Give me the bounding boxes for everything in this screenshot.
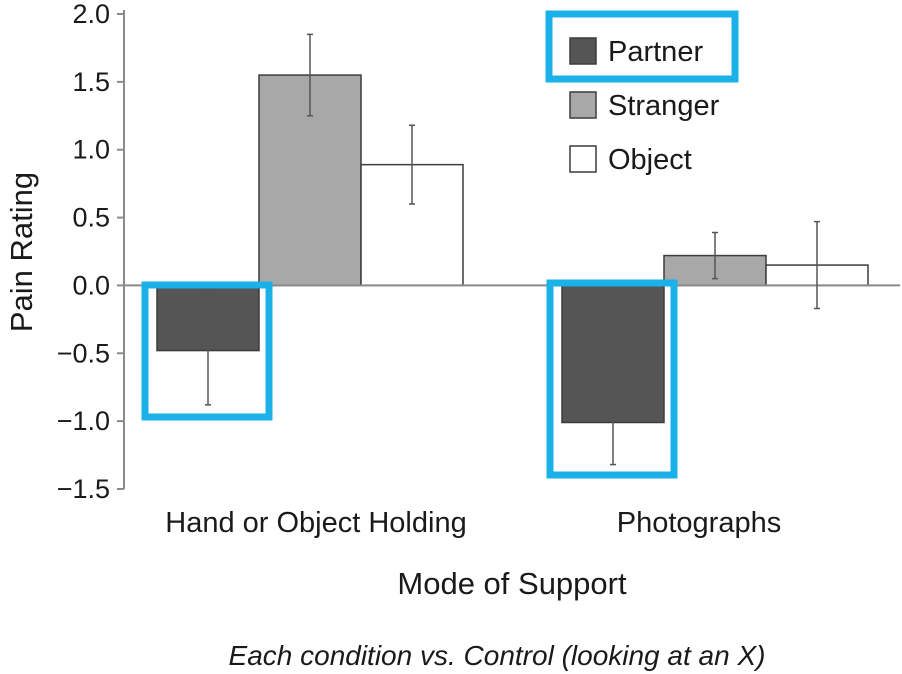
legend-entry-partner: Partner	[569, 36, 703, 68]
category-label-photographs: Photographs	[617, 507, 781, 539]
legend-label: Partner	[608, 36, 703, 68]
y-tick-label: 1.5	[72, 67, 110, 97]
highlight-box-partner-photographs	[546, 279, 678, 479]
y-tick-label: 0.5	[72, 203, 110, 233]
highlight-boxes	[141, 10, 739, 479]
legend-entry-object: Object	[569, 144, 692, 176]
y-axis-title: Pain Rating	[4, 172, 39, 332]
y-tick-label: 1.0	[72, 135, 110, 165]
bars	[156, 74, 869, 424]
chart-caption: Each condition vs. Control (looking at a…	[229, 640, 766, 671]
legend-swatch	[569, 37, 597, 65]
y-tick-label: 0.0	[72, 270, 110, 300]
category-label-hand-or-object-holding: Hand or Object Holding	[165, 507, 466, 539]
y-tick-label: 2.0	[72, 0, 110, 29]
x-axis-title: Mode of Support	[397, 566, 627, 601]
x-axis: Hand or Object Holding Photographs	[165, 507, 781, 539]
legend-label: Stranger	[608, 90, 720, 122]
legend-swatch	[569, 91, 597, 119]
error-bars	[205, 33, 820, 466]
legend-label: Object	[608, 144, 692, 176]
y-tick-label: −1.0	[57, 406, 110, 436]
highlight-box-legend-partner	[545, 10, 739, 83]
legend-entry-stranger: Stranger	[569, 90, 720, 122]
highlight-box-partner-hand-or-object-holding	[141, 281, 273, 421]
y-tick-label: −0.5	[57, 338, 110, 368]
y-tick-label: −1.5	[57, 474, 110, 504]
y-axis: 2.0 1.5 1.0 0.5 0.0 −0.5 −1.0 −1.5	[57, 0, 125, 504]
legend-swatch	[569, 145, 597, 173]
